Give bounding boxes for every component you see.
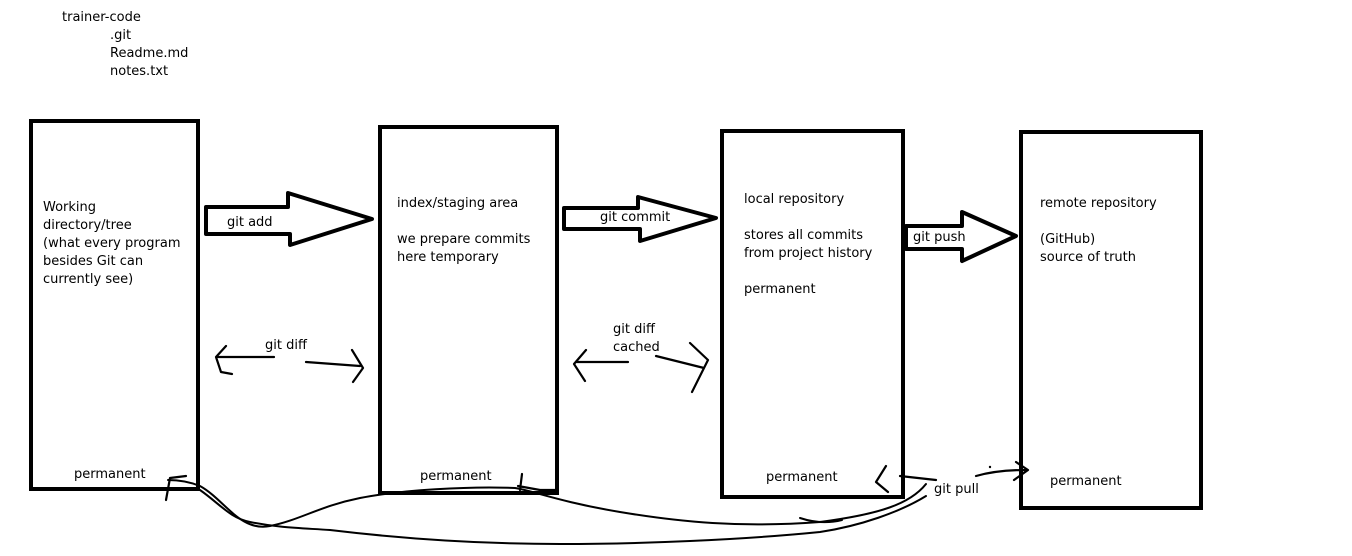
local-repository-line-1: local repository (744, 192, 845, 207)
staging-area-line-3: we prepare commits (397, 232, 531, 247)
tree-item-notes: notes.txt (110, 64, 169, 79)
remote-repository-line-4: source of truth (1040, 250, 1136, 265)
git-commit-label: git commit (600, 210, 671, 225)
staging-area-box: index/staging area we prepare commits he… (378, 125, 559, 495)
working-directory-box: Working directory/tree (what every progr… (29, 119, 200, 491)
git-push-label: git push (913, 230, 966, 245)
git-diff-cached-label-2: cached (613, 340, 660, 355)
working-directory-line-5: currently see) (43, 272, 134, 287)
git-pull-branch-lower (799, 517, 843, 524)
working-directory-line-2: directory/tree (43, 218, 132, 233)
local-repository-box: local repository stores all commits from… (720, 129, 905, 499)
local-repository-line-3: stores all commits (744, 228, 864, 243)
staging-area-permanent: permanent (420, 469, 492, 484)
local-repository-permanent: permanent (766, 470, 838, 485)
staging-area-line-4: here temporary (397, 250, 499, 265)
local-repository-line-6: permanent (744, 282, 816, 297)
git-diff-cached-arrow-right (654, 341, 710, 394)
git-pull-label: git pull (934, 482, 979, 497)
working-directory-permanent: permanent (74, 467, 146, 482)
remote-repository-permanent: permanent (1050, 474, 1122, 489)
working-directory-line-1: Working (43, 200, 97, 215)
tree-root: trainer-code (62, 10, 141, 25)
git-pull-dot (988, 465, 992, 469)
git-diff-arrow-right (304, 348, 365, 384)
remote-repository-box: remote repository (GitHub) source of tru… (1019, 130, 1203, 510)
remote-repository-line-1: remote repository (1040, 196, 1157, 211)
staging-area-line-1: index/staging area (397, 196, 519, 211)
tree-item-readme: Readme.md (110, 46, 189, 61)
git-diff-label: git diff (265, 338, 307, 353)
git-diff-cached-label-1: git diff (613, 322, 655, 337)
git-add-label: git add (227, 215, 273, 230)
working-directory-line-3: (what every program (43, 236, 181, 251)
working-directory-line-4: besides Git can (43, 254, 144, 269)
tree-item-git: .git (110, 28, 132, 43)
remote-repository-line-3: (GitHub) (1040, 232, 1096, 247)
local-repository-line-4: from project history (744, 246, 873, 261)
